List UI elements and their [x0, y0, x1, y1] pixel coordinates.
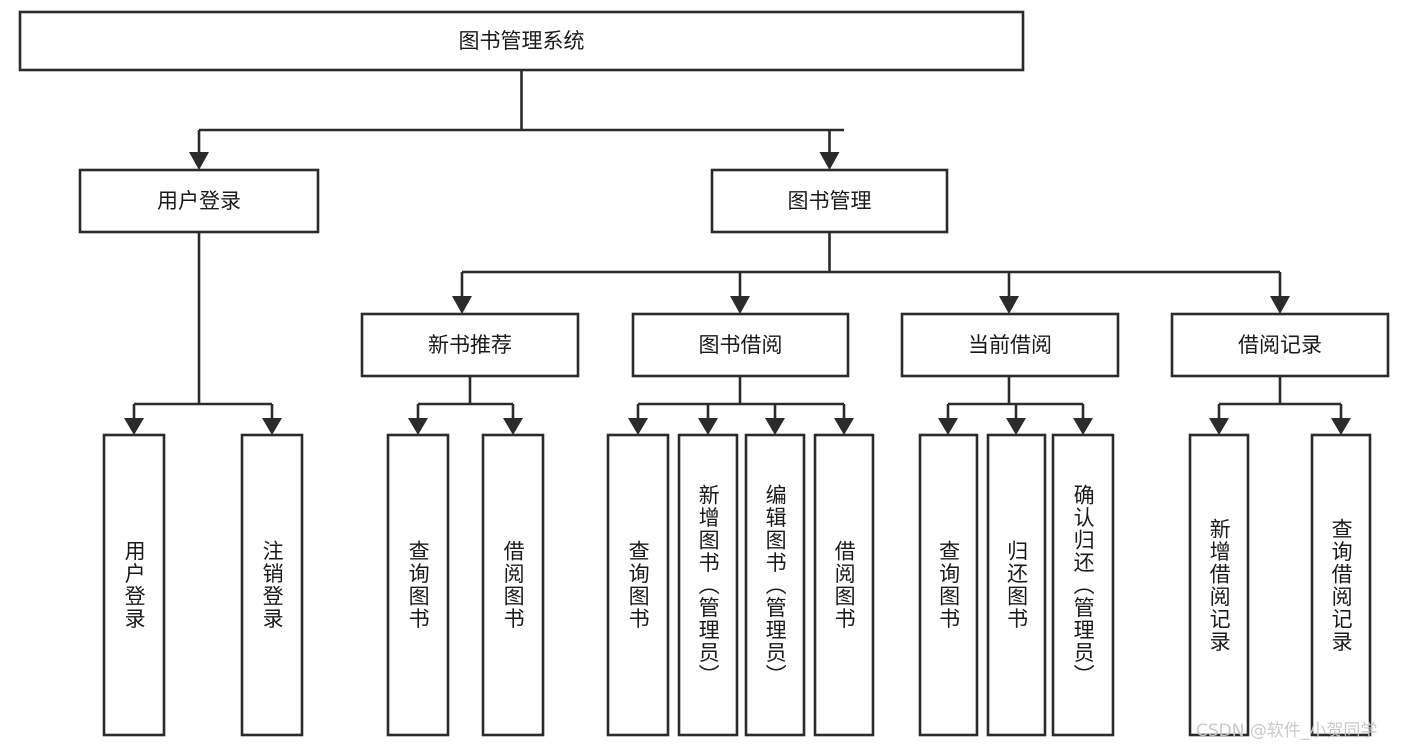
- node-leaf-bb-query-box[interactable]: [606, 433, 670, 737]
- node-leaf-br-add-box[interactable]: [1188, 433, 1250, 737]
- node-leaf-nbr-query-box[interactable]: [386, 433, 450, 737]
- node-leaf-user-logout[interactable]: [240, 433, 304, 737]
- node-new-book-rec-box[interactable]: [360, 312, 580, 378]
- node-leaf-nbr-borrow[interactable]: [481, 433, 545, 737]
- arrow-leaf-bb-add: [698, 418, 718, 435]
- connector-group-new-book-rec: [408, 376, 523, 435]
- node-user-login-label: 用户登录: [157, 189, 241, 213]
- node-root[interactable]: 图书管理系统: [18, 10, 1025, 72]
- arrow-leaf-bb-borrow: [834, 418, 854, 435]
- node-leaf-bb-add[interactable]: [677, 433, 739, 737]
- node-user-login[interactable]: 用户登录: [78, 168, 320, 234]
- node-book-mgmt-label: 图书管理: [788, 189, 872, 213]
- node-borrow-record[interactable]: 借阅记录: [1170, 312, 1390, 378]
- node-leaf-br-query[interactable]: [1310, 433, 1372, 737]
- node-leaf-nbr-query[interactable]: [386, 433, 450, 737]
- node-leaf-br-add[interactable]: [1188, 433, 1250, 737]
- node-leaf-bb-edit-box[interactable]: [744, 433, 806, 737]
- node-leaf-user-login[interactable]: [102, 433, 166, 737]
- node-leaf-bb-add-box[interactable]: [677, 433, 739, 737]
- leaf-box-layer: [102, 433, 1372, 737]
- arrow-to-user-login: [189, 152, 209, 170]
- connector-group-book-borrow: [628, 376, 854, 435]
- arrow-leaf-bb-query: [628, 418, 648, 435]
- node-new-book-rec-label: 新书推荐: [428, 333, 512, 357]
- node-leaf-user-logout-box[interactable]: [240, 433, 304, 737]
- node-leaf-cb-query[interactable]: [918, 433, 979, 737]
- node-leaf-bb-edit[interactable]: [744, 433, 806, 737]
- node-leaf-cb-query-box[interactable]: [918, 433, 979, 737]
- node-book-borrow[interactable]: 图书借阅: [631, 312, 850, 378]
- node-book-borrow-label: 图书借阅: [699, 333, 783, 357]
- connector-group-book-mgmt: [452, 232, 1290, 314]
- node-leaf-user-login-box[interactable]: [102, 433, 166, 737]
- arrow-to-new-book-rec: [452, 296, 472, 314]
- arrow-to-current-borrow: [999, 296, 1019, 314]
- node-root-label: 图书管理系统: [459, 29, 585, 53]
- arrow-leaf-br-add: [1209, 418, 1229, 435]
- arrow-leaf-br-query: [1331, 418, 1351, 435]
- connector-group-root: [189, 70, 844, 170]
- watermark-text: CSDN @软件_小贺同学: [1196, 721, 1378, 741]
- arrow-leaf-cb-return: [1006, 418, 1026, 435]
- arrow-to-borrow-record: [1270, 296, 1290, 314]
- node-root-box[interactable]: [18, 10, 1025, 72]
- node-current-borrow-label: 当前借阅: [968, 333, 1052, 357]
- arrow-to-book-borrow: [730, 296, 750, 314]
- node-book-mgmt-box[interactable]: [710, 168, 949, 234]
- connector-group-current-borrow: [938, 376, 1093, 435]
- node-book-borrow-box[interactable]: [631, 312, 850, 378]
- node-leaf-cb-confirm-box[interactable]: [1051, 433, 1115, 737]
- node-borrow-record-box[interactable]: [1170, 312, 1390, 378]
- connector-group-user-login: [124, 232, 282, 435]
- arrow-leaf-nbr-borrow: [503, 418, 523, 435]
- node-borrow-record-label: 借阅记录: [1238, 333, 1322, 357]
- arrow-leaf-user-login: [124, 418, 144, 435]
- arrow-leaf-user-logout: [262, 418, 282, 435]
- node-leaf-bb-borrow-box[interactable]: [813, 433, 875, 737]
- node-book-mgmt[interactable]: 图书管理: [710, 168, 949, 234]
- arrow-to-book-mgmt: [819, 152, 840, 170]
- node-leaf-br-query-box[interactable]: [1310, 433, 1372, 737]
- node-leaf-nbr-borrow-box[interactable]: [481, 433, 545, 737]
- arrow-leaf-nbr-query: [408, 418, 428, 435]
- connector-group-borrow-record: [1209, 376, 1351, 435]
- node-leaf-bb-borrow[interactable]: [813, 433, 875, 737]
- node-new-book-rec[interactable]: 新书推荐: [360, 312, 580, 378]
- node-current-borrow-box[interactable]: [900, 312, 1120, 378]
- arrow-leaf-cb-query: [938, 418, 958, 435]
- node-user-login-box[interactable]: [78, 168, 320, 234]
- node-leaf-cb-confirm[interactable]: [1051, 433, 1115, 737]
- arrow-leaf-cb-confirm: [1073, 418, 1093, 435]
- node-leaf-cb-return-box[interactable]: [986, 433, 1047, 737]
- node-leaf-cb-return[interactable]: [986, 433, 1047, 737]
- node-leaf-bb-query[interactable]: [606, 433, 670, 737]
- node-current-borrow[interactable]: 当前借阅: [900, 312, 1120, 378]
- arrow-leaf-bb-edit: [765, 418, 785, 435]
